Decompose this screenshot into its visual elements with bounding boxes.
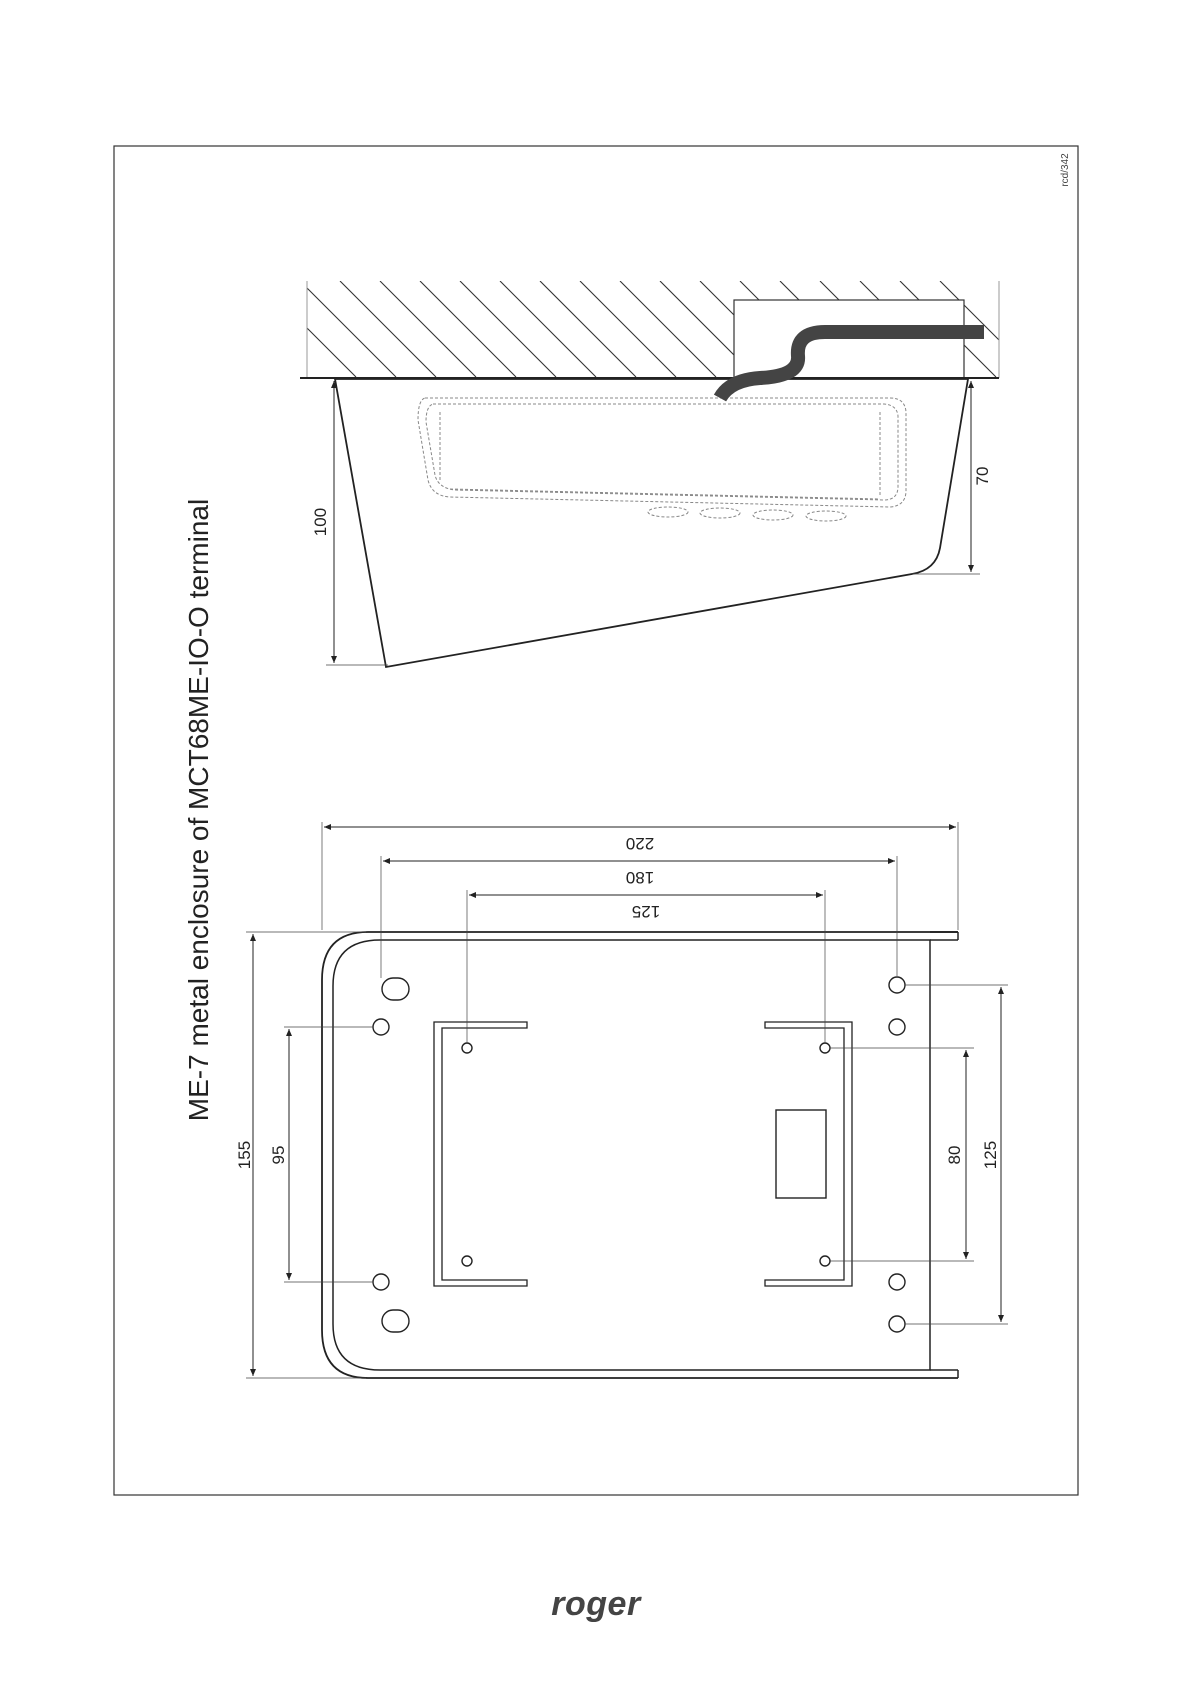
front-view: 220 180 125 155 95 80 125: [235, 822, 1008, 1378]
mount-hole: [820, 1256, 830, 1266]
dim-front-220: 220: [626, 834, 654, 853]
mount-hole: [820, 1043, 830, 1053]
dim-front-180: 180: [626, 868, 654, 887]
bracket-left: [434, 1022, 527, 1286]
mount-hole: [373, 1274, 389, 1290]
roger-logo: roger: [0, 1585, 1192, 1624]
mount-hole: [889, 977, 905, 993]
dim-front-155: 155: [235, 1141, 254, 1169]
mount-hole: [889, 1316, 905, 1332]
drawing-code: rcd/342: [1060, 153, 1071, 187]
cable-opening: [776, 1110, 826, 1198]
dim-front-125-vertical: 125: [981, 1141, 1000, 1169]
enclosure-side-outline: [335, 379, 968, 667]
dim-front-125-horizontal: 125: [632, 902, 660, 921]
mount-hole: [889, 1274, 905, 1290]
terminal-outline: [418, 398, 906, 521]
keyhole-top: [382, 978, 409, 1000]
dim-front-95: 95: [269, 1146, 288, 1165]
dim-side-70: 70: [973, 467, 992, 486]
drawing-title: ME-7 metal enclosure of MCT68ME-IO-O ter…: [183, 499, 214, 1121]
mount-hole: [889, 1019, 905, 1035]
mount-hole: [373, 1019, 389, 1035]
side-view: 100 70: [260, 281, 1036, 667]
dim-front-80: 80: [945, 1146, 964, 1165]
bracket-right: [765, 1022, 852, 1286]
mount-hole: [462, 1043, 472, 1053]
keyhole-bottom: [382, 1310, 409, 1332]
dim-side-100: 100: [311, 508, 330, 536]
mount-hole: [462, 1256, 472, 1266]
enclosure-front-outline: [322, 932, 958, 1378]
